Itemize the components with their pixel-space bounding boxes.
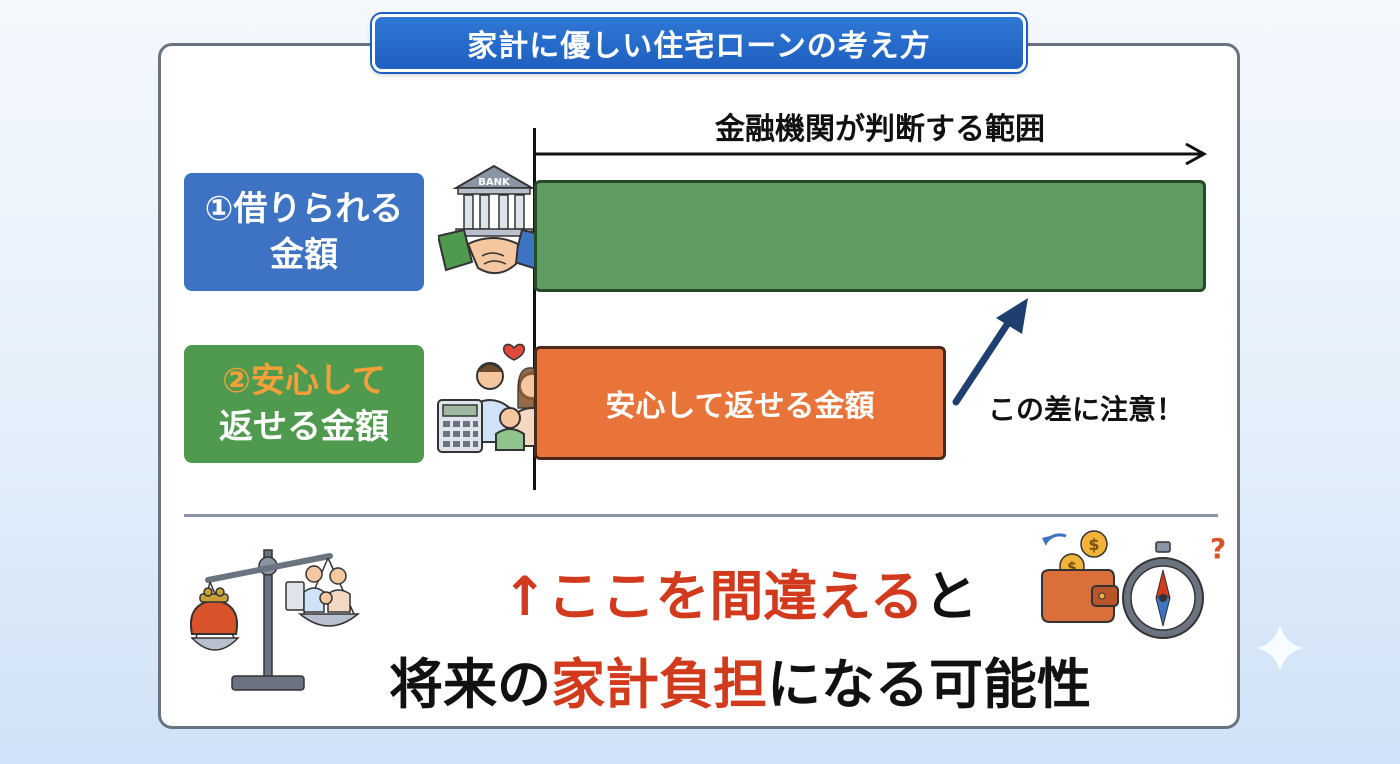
coin-purse-icon: [190, 587, 238, 635]
affordable-amount-label: ②安心して 返せる金額: [184, 345, 424, 463]
affordable-amount-bar: 安心して返せる金額: [534, 346, 946, 460]
bank-sign: BANK: [478, 177, 511, 188]
label-1-line1: ①借りられる: [204, 189, 404, 229]
start-line: [533, 128, 536, 490]
scope-arrow: [534, 142, 1208, 166]
balance-scale-icon: [190, 549, 361, 691]
calculator-icon: [437, 399, 483, 453]
message-line2-start: 将来の: [389, 653, 551, 716]
wallet-icon: $ $: [1041, 530, 1119, 623]
difference-note: この差に注意！: [988, 393, 1185, 426]
label-2-line2: 返せる金額: [219, 407, 389, 447]
message-line1-end: と: [923, 565, 978, 628]
message-burden-text: 家計負担: [551, 653, 767, 716]
page-title: 家計に優しい住宅ローンの考え方: [372, 14, 1026, 72]
message-line2-end: になる可能性: [767, 653, 1091, 716]
borrowable-amount-bar: [534, 180, 1206, 292]
message-up-arrow: ↑: [502, 565, 548, 628]
affordable-amount-bar-text: 安心して返せる金額: [605, 389, 875, 424]
question-mark-icon: ?: [1210, 536, 1226, 565]
coin-icon: $ $: [1059, 530, 1108, 579]
label-1-line2: 金額: [270, 235, 338, 275]
difference-arrow: [952, 298, 1028, 406]
label-2-line1: ②安心して: [222, 361, 386, 401]
warning-message-line2: 将来の家計負担になる可能性: [330, 640, 1150, 719]
bank-icon: BANK: [452, 164, 536, 237]
scale-family-icon: [285, 565, 351, 613]
warning-message-line1: ↑ここを間違えると: [330, 552, 1150, 631]
section-divider: [184, 514, 1218, 517]
heart-icon: [502, 343, 526, 361]
svg-text:$: $: [1088, 535, 1099, 554]
scope-label: 金融機関が判断する範囲: [715, 112, 1045, 147]
sparkle-icon: [1256, 624, 1304, 672]
handshake-icon: [438, 228, 548, 275]
svg-text:$: $: [1067, 560, 1077, 576]
compass-icon: ?: [1122, 536, 1226, 639]
message-mistake-text: ここを間違える: [547, 565, 924, 628]
borrowable-amount-label: ①借りられる 金額: [184, 173, 424, 291]
